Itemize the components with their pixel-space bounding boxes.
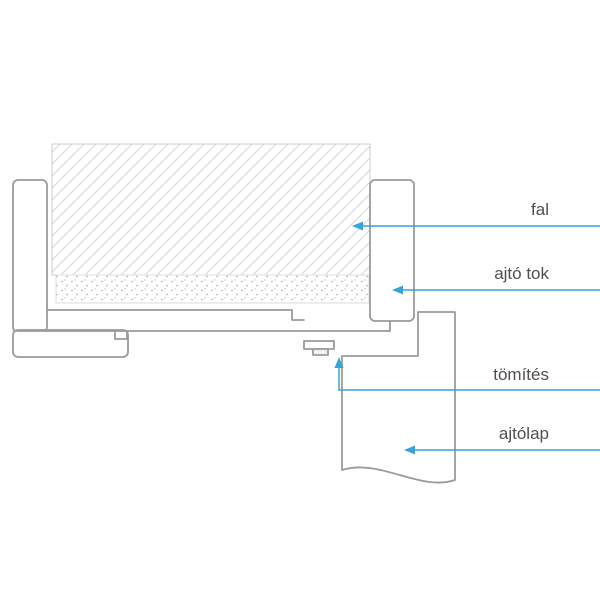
- seal-profile: [303, 340, 335, 356]
- label-frame: ajtó tok: [494, 264, 549, 283]
- callout-fal: fal: [352, 200, 600, 231]
- frame-head-outer-edge: [13, 320, 391, 332]
- frame-head-inner-edge: [46, 309, 305, 321]
- door-leaf-outline: [341, 311, 456, 484]
- arrow-icon: [404, 445, 415, 455]
- wall-section: [51, 143, 371, 276]
- label-wall: fal: [531, 200, 549, 219]
- arrow-icon: [334, 357, 344, 368]
- arrow-icon: [352, 221, 363, 231]
- frame-left-flange: [12, 329, 129, 358]
- door-leaf: [341, 311, 456, 484]
- callout-ajto-tok: ajtó tok: [392, 264, 600, 295]
- arrow-icon: [392, 285, 403, 295]
- frame-joint-tab: [114, 330, 128, 340]
- seal-lip: [312, 348, 329, 356]
- plaster-band: [55, 274, 370, 304]
- door-frame: [12, 179, 415, 358]
- callout-line-seal: [338, 366, 600, 391]
- callout-tomites: tömítés: [334, 357, 600, 391]
- label-seal: tömítés: [493, 365, 549, 384]
- frame-right-jamb: [369, 179, 415, 322]
- callout-ajtolap: ajtólap: [404, 424, 600, 455]
- label-door-leaf: ajtólap: [499, 424, 549, 443]
- seal-body: [303, 340, 335, 350]
- frame-left-jamb: [12, 179, 48, 333]
